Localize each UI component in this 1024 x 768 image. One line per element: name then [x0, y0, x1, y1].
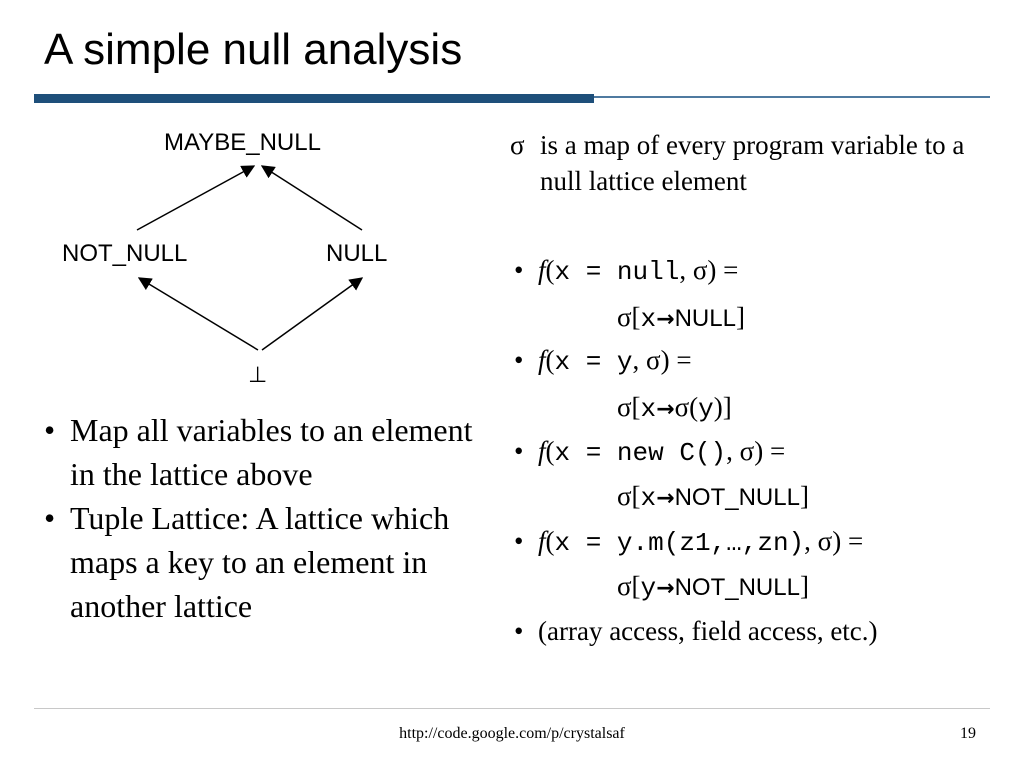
- rule-new-assign-result: σ[x→NOT_NULL]: [617, 481, 809, 513]
- bullet-icon: •: [514, 345, 524, 375]
- bullet-icon: •: [514, 436, 524, 466]
- rule-method-call-result: σ[y→NOT_NULL]: [617, 571, 809, 603]
- rule-null-assign: •f(x = null, σ) =: [514, 255, 739, 287]
- sigma-definition-text: is a map of every program variable to a …: [540, 130, 965, 196]
- edge-bottom-to-null: [261, 277, 364, 351]
- edge-notnull-to-maybe: [136, 165, 256, 231]
- bullet-icon: •: [514, 526, 524, 556]
- title-underline-thin: [594, 96, 990, 98]
- rule-new-assign: •f(x = new C(), σ) =: [514, 436, 786, 468]
- rule-copy-assign-result: σ[x→σ(y)]: [617, 392, 732, 424]
- bullet-icon: •: [44, 412, 56, 448]
- transfer-function: f: [538, 526, 546, 556]
- transfer-function: f: [538, 436, 546, 466]
- list-item: • Tuple Lattice: A lattice which maps a …: [44, 496, 504, 628]
- page-number: 19: [960, 725, 976, 742]
- edge-bottom-to-notnull: [137, 277, 259, 351]
- rule-method-call: •f(x = y.m(z1,…,zn), σ) =: [514, 526, 864, 558]
- edge-null-to-maybe: [260, 165, 363, 231]
- slide-title: A simple null analysis: [44, 25, 463, 74]
- footer-divider: [34, 708, 990, 709]
- transfer-function: f: [538, 255, 546, 285]
- title-underline-thick: [34, 94, 594, 103]
- list-item: • Map all variables to an element in the…: [44, 408, 504, 496]
- arrow-icon: →: [656, 576, 675, 601]
- code-statement: x = new C(): [554, 438, 727, 468]
- arrow-icon: →: [656, 307, 675, 332]
- sigma-symbol: σ: [510, 130, 525, 160]
- bullet-icon: •: [44, 500, 56, 536]
- code-statement: x = y.m(z1,…,zn): [554, 528, 805, 558]
- bullet-text: Tuple Lattice: A lattice which maps a ke…: [70, 500, 450, 624]
- lattice-node-not-null: NOT_NULL: [62, 240, 188, 267]
- footer-url: http://code.google.com/p/crystalsaf: [399, 725, 625, 742]
- lattice-node-bottom: ⊥: [248, 363, 268, 388]
- arrow-icon: →: [656, 486, 675, 511]
- bullet-icon: •: [514, 616, 524, 646]
- bullet-text: (array access, field access, etc.): [538, 616, 878, 646]
- rule-copy-assign: •f(x = y, σ) =: [514, 345, 692, 377]
- arrow-icon: →: [656, 397, 675, 422]
- sigma-definition: σ is a map of every program variable to …: [510, 127, 990, 199]
- rule-other-accesses: • (array access, field access, etc.): [514, 614, 878, 648]
- lattice-node-maybe-null: MAYBE_NULL: [164, 129, 321, 156]
- bullet-text: Map all variables to an element in the l…: [70, 412, 473, 492]
- rule-null-assign-result: σ[x→NULL]: [617, 302, 745, 334]
- transfer-function: f: [538, 345, 546, 375]
- code-statement: x = null: [554, 257, 680, 287]
- lattice-node-null: NULL: [326, 240, 388, 267]
- left-bullet-list: • Map all variables to an element in the…: [44, 408, 504, 628]
- bullet-icon: •: [514, 255, 524, 285]
- code-statement: x = y: [554, 347, 633, 377]
